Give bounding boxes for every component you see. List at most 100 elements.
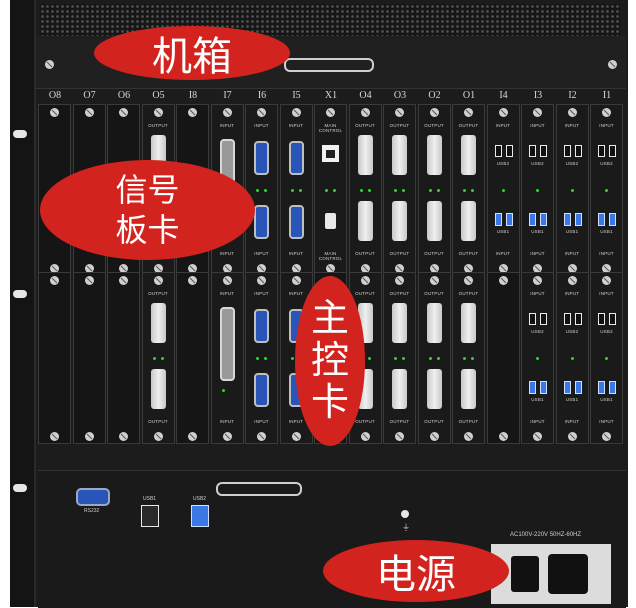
usb2-port[interactable] (494, 145, 502, 157)
card-top-label: INPUT (288, 291, 304, 296)
dvi-port[interactable] (461, 135, 476, 175)
usb1-port[interactable] (563, 381, 571, 394)
card-bottom-label: OUTPUT (389, 251, 410, 256)
screw-icon (360, 432, 370, 441)
usb1-port[interactable] (574, 381, 582, 394)
dvi-port[interactable] (426, 135, 442, 175)
rear-usb2-label: USB2 (193, 496, 207, 502)
status-led (394, 357, 397, 360)
screw-icon (533, 108, 542, 117)
dvi-port[interactable] (461, 369, 476, 409)
dvi-port[interactable] (392, 303, 407, 343)
dvi-port[interactable] (357, 201, 373, 241)
dvi-port[interactable] (150, 303, 166, 343)
usb1-port[interactable] (529, 381, 536, 394)
card-top-label: OUTPUT (148, 123, 168, 128)
usb2-port[interactable] (574, 145, 582, 157)
screw-icon (360, 108, 370, 117)
usb2-port[interactable] (540, 145, 547, 157)
screw-icon (602, 432, 611, 441)
usb2-port[interactable] (529, 313, 536, 325)
usb2-port[interactable] (574, 313, 582, 325)
dvi-input-port[interactable] (219, 307, 235, 381)
bottom-handle[interactable] (216, 482, 302, 496)
usb2-port[interactable] (609, 313, 616, 325)
dvi-port[interactable] (426, 369, 442, 409)
power-fuse[interactable] (548, 554, 588, 594)
usb1-port[interactable] (609, 213, 616, 226)
vga-port[interactable] (254, 373, 269, 407)
usb1-port[interactable] (563, 213, 571, 226)
screw-icon (50, 432, 59, 441)
usb1-port[interactable] (609, 381, 616, 394)
dvi-port[interactable] (392, 135, 407, 175)
usb2-port[interactable] (563, 313, 571, 325)
empty-slot-cover (38, 272, 71, 444)
annotation-signal-card: 信号板卡 (40, 160, 255, 260)
dvi-port[interactable] (357, 135, 373, 175)
usb1-port[interactable] (540, 213, 547, 226)
usb1-port[interactable] (540, 381, 547, 394)
vga-port[interactable] (288, 141, 304, 175)
usb2-port[interactable] (609, 145, 616, 157)
vga-port[interactable] (254, 141, 269, 175)
dvi-port[interactable] (461, 303, 476, 343)
card-bottom-label: INPUT (495, 251, 511, 256)
screw-icon (395, 264, 404, 273)
hdmi-port[interactable] (325, 213, 336, 229)
usb1-port[interactable] (494, 213, 502, 226)
usb2-port[interactable] (529, 145, 536, 157)
power-socket[interactable] (511, 556, 539, 592)
usb1-port[interactable] (505, 213, 513, 226)
usb1-port[interactable] (529, 213, 536, 226)
rs232-port[interactable] (76, 488, 110, 506)
dvi-port[interactable] (461, 201, 476, 241)
rear-usb2-port[interactable] (191, 505, 209, 527)
dvi-port[interactable] (392, 201, 407, 241)
usb2-port[interactable] (598, 145, 605, 157)
dvi-port[interactable] (150, 369, 166, 409)
dvi-port[interactable] (426, 303, 442, 343)
status-led (605, 189, 608, 192)
card-bottom-label: INPUT (530, 251, 545, 256)
dvi-port[interactable] (426, 201, 442, 241)
usb1-port[interactable] (598, 381, 605, 394)
rear-usb1-port[interactable] (141, 505, 159, 527)
usb1-port[interactable] (574, 213, 582, 226)
screw-icon (395, 108, 404, 117)
vga-port[interactable] (288, 205, 304, 239)
status-led (402, 189, 405, 192)
dvi-port[interactable] (392, 369, 407, 409)
slot-label: I6 (257, 90, 267, 101)
vga-port[interactable] (254, 309, 269, 343)
vga-port[interactable] (254, 205, 269, 239)
usb2-port[interactable] (563, 145, 571, 157)
usb2-port[interactable] (505, 145, 513, 157)
usb2-port[interactable] (540, 313, 547, 325)
ethernet-port[interactable] (322, 145, 339, 162)
usb1-port[interactable] (598, 213, 605, 226)
usb2-port[interactable] (598, 313, 605, 325)
top-handle[interactable] (284, 58, 374, 72)
screw-icon (119, 264, 128, 273)
